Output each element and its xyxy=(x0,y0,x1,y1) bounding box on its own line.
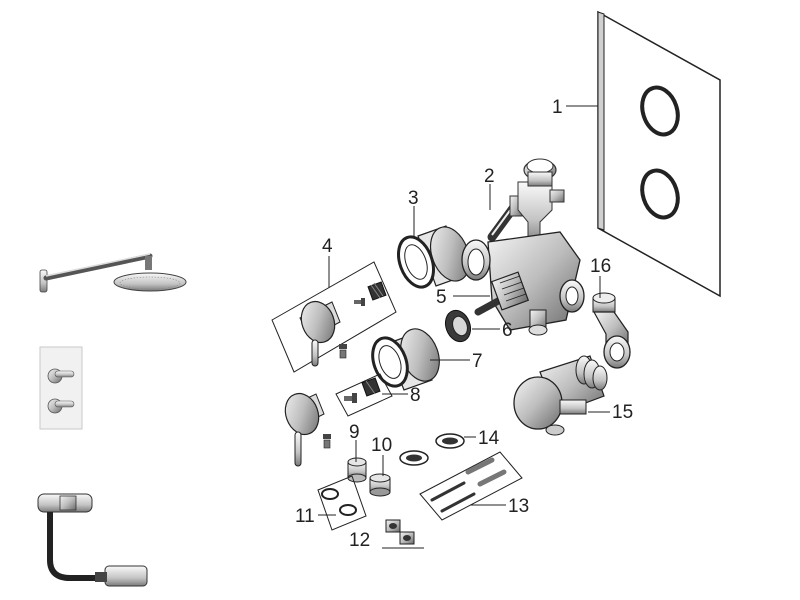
part-label-15: 15 xyxy=(612,402,633,423)
part-label-8: 8 xyxy=(410,385,421,406)
part-label-11: 11 xyxy=(295,506,315,527)
part-label-10: 10 xyxy=(371,435,392,456)
part-3-shroud xyxy=(397,225,471,289)
leader-lines xyxy=(318,105,610,516)
part-14-washers xyxy=(399,433,465,466)
part-8-adapter-kit xyxy=(335,373,393,417)
part-number-labels: 1 2 3 4 5 6 7 8 9 10 11 12 13 14 15 16 xyxy=(295,97,633,551)
part-label-13: 13 xyxy=(508,496,529,517)
part-10-cap xyxy=(369,473,391,497)
part-1-wall-plate xyxy=(597,10,721,298)
part-16-elbow-fitting xyxy=(592,292,631,369)
part-label-5: 5 xyxy=(436,287,447,308)
part-5-cartridge xyxy=(474,271,530,316)
part-4-lever-group xyxy=(271,261,397,373)
part-label-6: 6 xyxy=(502,320,513,341)
part-7-shroud xyxy=(371,328,440,391)
part-13-screw-kit xyxy=(419,451,523,521)
part-label-9: 9 xyxy=(349,422,360,443)
part-label-4: 4 xyxy=(322,236,333,257)
part-label-14: 14 xyxy=(478,428,500,449)
part-2-spindle xyxy=(487,158,565,246)
part-label-16: 16 xyxy=(590,256,611,277)
bath-filler-thumbnail xyxy=(37,493,148,587)
part-label-7: 7 xyxy=(472,351,483,372)
part-15-outlet-assembly xyxy=(513,355,608,436)
part-label-3: 3 xyxy=(408,188,419,209)
second-lever-handle xyxy=(284,392,331,467)
part-11-washers xyxy=(317,475,367,531)
part-6-seal-ring xyxy=(444,309,472,343)
part-9-cap xyxy=(347,457,367,483)
part-label-1: 1 xyxy=(552,97,563,118)
shower-head-thumbnail xyxy=(39,253,187,293)
valve-body xyxy=(461,231,585,336)
part-12-fittings xyxy=(382,519,424,549)
part-label-12: 12 xyxy=(349,530,370,551)
valve-plate-thumbnail xyxy=(39,346,83,430)
part-label-2: 2 xyxy=(484,166,495,187)
